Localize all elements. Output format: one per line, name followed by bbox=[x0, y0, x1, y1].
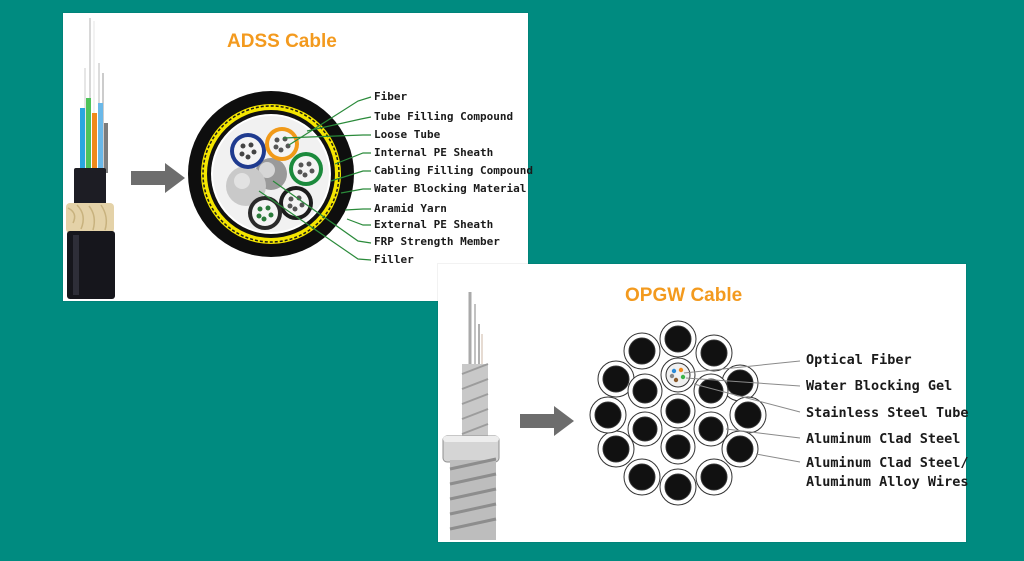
opgw-panel: OPGW Cable bbox=[438, 264, 969, 542]
opgw-cable-photo bbox=[442, 292, 500, 540]
adss-label-loose-tube: Loose Tube bbox=[374, 128, 441, 141]
opgw-label-aluminum-alloy-wires: Aluminum Alloy Wires bbox=[806, 474, 969, 490]
adss-arrow bbox=[131, 163, 185, 193]
adss-panel: ADSS Cable bbox=[63, 13, 533, 301]
opgw-label-aluminum-clad-steel-line1: Aluminum Clad Steel/ bbox=[806, 455, 969, 471]
adss-label-filler: Filler bbox=[374, 253, 414, 266]
adss-cross-section bbox=[188, 91, 354, 257]
opgw-cross-section bbox=[589, 320, 767, 506]
adss-label-frp-strength-member: FRP Strength Member bbox=[374, 235, 500, 248]
adss-title: ADSS Cable bbox=[227, 31, 337, 52]
adss-label-water-blocking-material: Water Blocking Material bbox=[374, 182, 527, 195]
adss-label-aramid-yarn: Aramid Yarn bbox=[374, 202, 447, 215]
opgw-label-optical-fiber: Optical Fiber bbox=[806, 352, 912, 368]
opgw-title: OPGW Cable bbox=[625, 285, 743, 306]
opgw-label-stainless-steel-tube: Stainless Steel Tube bbox=[806, 405, 969, 421]
opgw-label-aluminum-clad-steel: Aluminum Clad Steel bbox=[806, 431, 961, 447]
adss-label-cabling-filling-compound: Cabling Filling Compound bbox=[374, 164, 533, 177]
adss-cable-photo bbox=[66, 18, 115, 299]
opgw-label-water-blocking-gel: Water Blocking Gel bbox=[806, 378, 953, 394]
opgw-arrow bbox=[520, 406, 574, 436]
adss-label-internal-pe-sheath: Internal PE Sheath bbox=[374, 146, 494, 159]
adss-label-fiber: Fiber bbox=[374, 90, 408, 103]
adss-label-external-pe-sheath: External PE Sheath bbox=[374, 218, 494, 231]
adss-label-tube-filling-compound: Tube Filling Compound bbox=[374, 110, 514, 123]
